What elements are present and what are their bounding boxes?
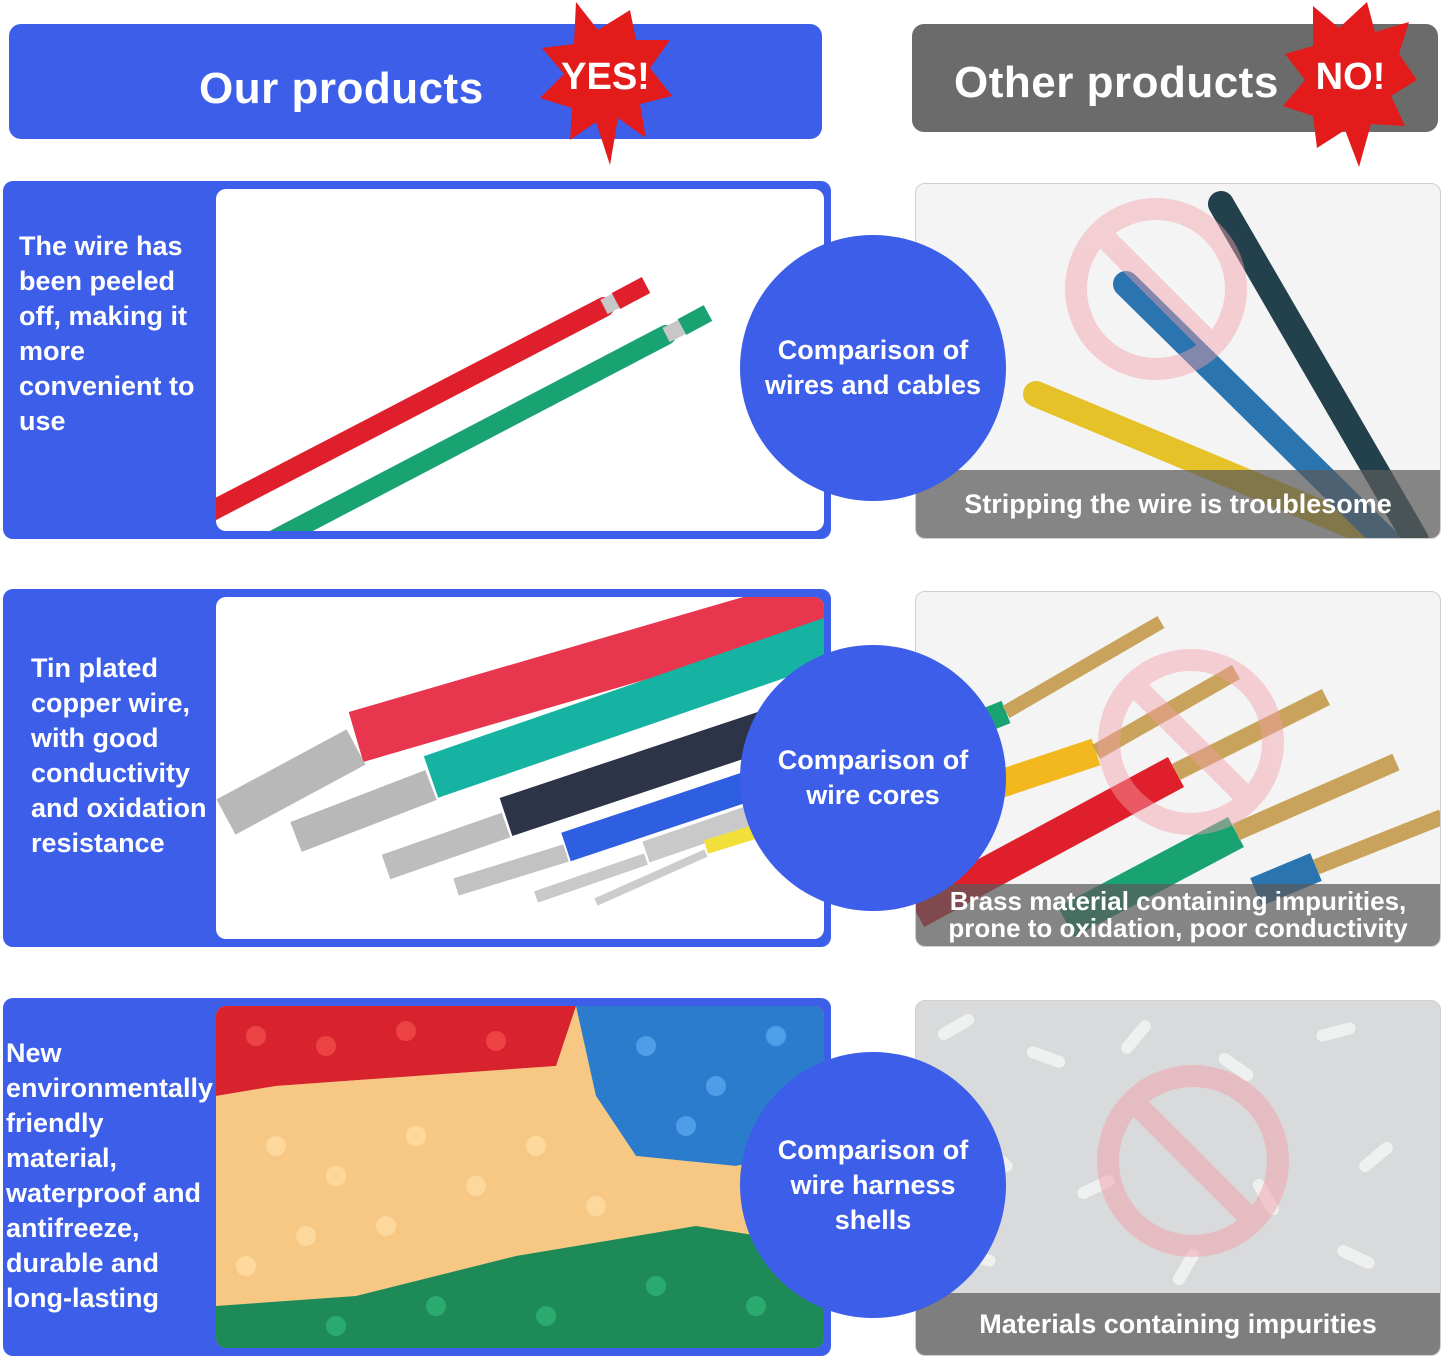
comparison-topic-wire-cores: Comparison of wire cores (740, 645, 1006, 911)
no-badge: NO! (1283, 2, 1418, 167)
other-shell-caption: Materials containing impurities (916, 1293, 1440, 1355)
comparison-topic-label: Comparison of wires and cables (764, 335, 982, 400)
our-core-description: Tin plated copper wire, with good conduc… (31, 653, 207, 858)
our-wire-description: The wire has been peeled off, making it … (19, 231, 195, 436)
starburst-badge-icon (1283, 2, 1417, 167)
our-shell-panel: New environmentally friendly material, w… (3, 998, 831, 1356)
no-badge-label: NO! (1315, 56, 1386, 98)
comparison-topic-wires-cables: Comparison of wires and cables (740, 235, 1006, 501)
starburst-badge-icon (540, 2, 672, 165)
no-entry-icon (1098, 649, 1284, 835)
our-core-panel: Tin plated copper wire, with good conduc… (3, 589, 831, 947)
our-products-title: Our products (199, 64, 484, 113)
comparison-topic-harness-shells: Comparison of wire harness shells (740, 1052, 1006, 1318)
other-products-title: Other products (954, 58, 1279, 107)
yes-badge-label: YES! (561, 56, 650, 98)
no-entry-icon (1097, 1065, 1289, 1257)
our-products-header: Our products (9, 24, 822, 139)
tinned-copper-photo (216, 597, 824, 939)
other-wire-caption: Stripping the wire is troublesome (916, 470, 1440, 538)
comparison-topic-label: Comparison of wire cores (777, 745, 969, 810)
other-core-panel: Brass material containing impurities, pr… (915, 591, 1441, 947)
our-wire-panel: The wire has been peeled off, making it … (3, 181, 831, 539)
yes-badge: YES! (538, 0, 673, 165)
our-shell-description: New environmentally friendly material, w… (6, 1038, 214, 1313)
other-core-caption: Brass material containing impurities, pr… (916, 884, 1440, 946)
pellet-material-photo (216, 1006, 824, 1348)
other-shell-panel: Materials containing impurities (915, 1000, 1441, 1356)
no-entry-icon (1065, 198, 1247, 380)
peeled-wire-photo (216, 189, 824, 531)
comparison-topic-label: Comparison of wire harness shells (777, 1134, 969, 1235)
